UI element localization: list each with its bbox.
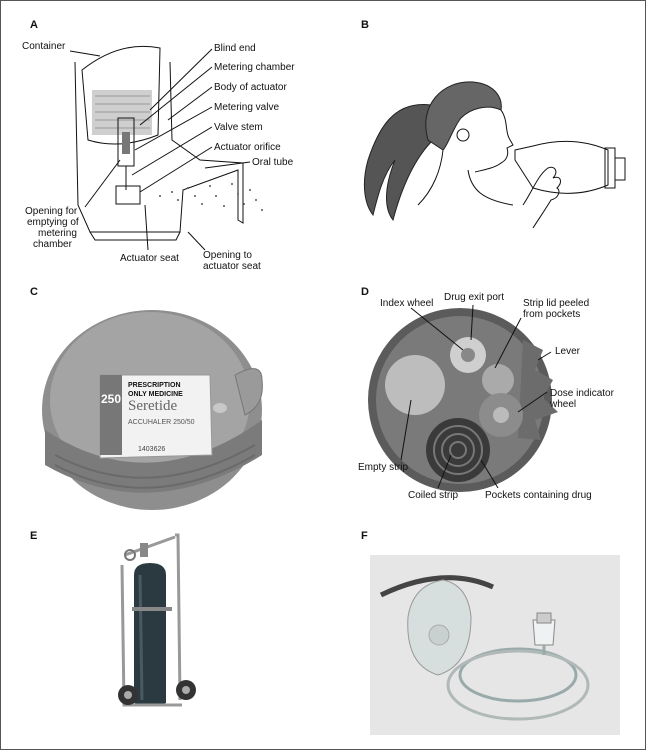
- label-oral-tube: Oral tube: [252, 157, 294, 168]
- panel-f: F: [323, 525, 646, 750]
- panel-a-letter: A: [30, 19, 38, 31]
- inhaler-rx-1: PRESCRIPTION: [128, 382, 181, 389]
- panel-e-letter: E: [30, 530, 38, 542]
- panel-c-letter: C: [30, 286, 38, 298]
- inhaler-rx-2: ONLY MEDICINE: [128, 391, 183, 398]
- inhaler-code: 1403626: [138, 446, 166, 453]
- label-coiled-strip: Coiled strip: [408, 490, 459, 501]
- inhalation-illustration: [363, 81, 626, 229]
- panel-d-letter: D: [361, 286, 369, 298]
- label-opening-seat-1: Opening to: [203, 250, 252, 261]
- label-index-wheel: Index wheel: [380, 298, 434, 309]
- label-empty-strip: Empty strip: [358, 462, 409, 473]
- label-strip-lid-2: from pockets: [523, 309, 581, 320]
- mdi-diagram: [69, 45, 263, 251]
- panel-e: E: [0, 525, 323, 750]
- nebulizer-kit-photo: [370, 555, 620, 735]
- panel-f-letter: F: [361, 530, 368, 542]
- dry-powder-inhaler-photo: [42, 310, 263, 510]
- label-opening-emptying-4: chamber: [33, 239, 72, 250]
- label-metering-valve: Metering valve: [214, 102, 280, 113]
- panel-d: D Index wheel Drug exit port Strip lid p…: [323, 280, 646, 525]
- label-strip-lid-1: Strip lid peeled: [523, 298, 590, 309]
- inhaler-internal-diagram: [368, 304, 558, 492]
- panel-c: C 250 PRESCRIPTION ONLY MEDICINE Seretid…: [0, 280, 323, 525]
- label-lever: Lever: [555, 346, 581, 357]
- label-body-of-actuator: Body of actuator: [214, 82, 287, 93]
- inhaler-product: ACCUHALER 250/50: [128, 419, 195, 426]
- label-drug-exit-port: Drug exit port: [444, 292, 505, 303]
- label-opening-emptying-1: Opening for: [25, 206, 78, 217]
- oxygen-cylinder-photo: [118, 533, 196, 707]
- label-metering-chamber: Metering chamber: [214, 62, 295, 73]
- label-opening-seat-2: actuator seat: [203, 261, 261, 272]
- panel-a: A Container Blind en: [0, 0, 323, 280]
- label-container: Container: [22, 41, 66, 52]
- inhaler-dose: 250: [101, 392, 122, 406]
- inhaler-brand: Seretide: [128, 398, 178, 414]
- panel-b: B: [323, 0, 646, 280]
- label-pockets: Pockets containing drug: [485, 490, 592, 501]
- label-actuator-orifice: Actuator orifice: [214, 142, 281, 153]
- label-opening-emptying-3: metering: [38, 228, 77, 239]
- label-dose-indicator-1: Dose indicator: [550, 388, 614, 399]
- label-dose-indicator-2: wheel: [550, 399, 577, 410]
- label-actuator-seat: Actuator seat: [120, 253, 179, 264]
- label-blind-end: Blind end: [214, 43, 256, 54]
- panel-b-letter: B: [361, 19, 369, 31]
- label-opening-emptying-2: emptying of: [27, 217, 79, 228]
- label-valve-stem: Valve stem: [214, 122, 263, 133]
